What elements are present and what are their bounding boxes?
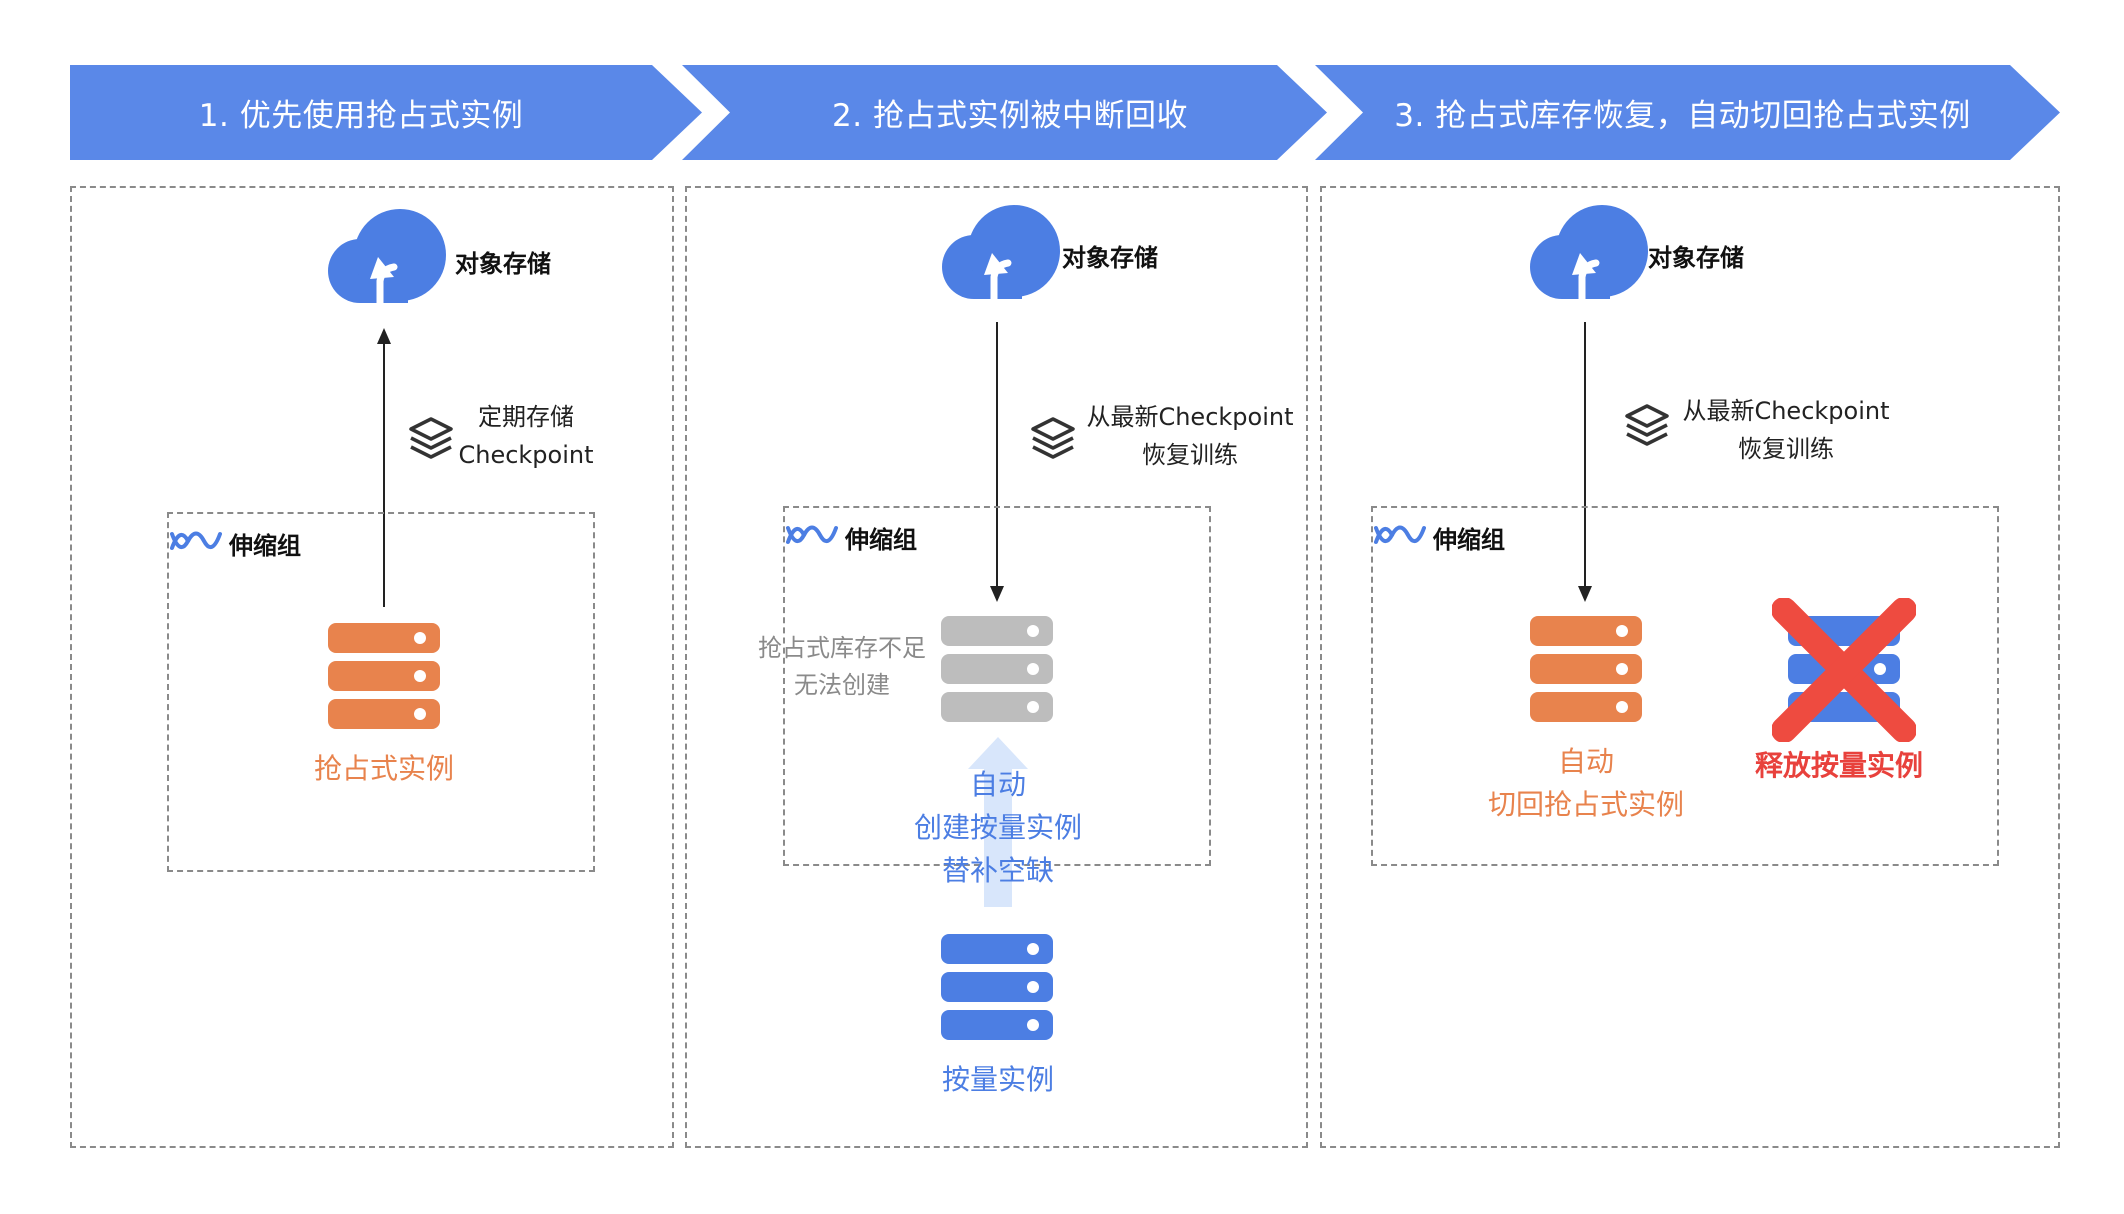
step-banner-3-label: 3. 抢占式库存恢复，自动切回抢占式实例	[1394, 98, 1971, 134]
layers-icon	[1031, 417, 1075, 459]
step-banner-1: 1. 优先使用抢占式实例	[70, 65, 702, 160]
step-banner-3: 3. 抢占式库存恢复，自动切回抢占式实例	[1315, 65, 2060, 160]
scaling-group-label: 伸缩组	[1433, 526, 1505, 554]
scaling-group-box	[1371, 506, 1999, 866]
scaling-group-box	[167, 512, 595, 872]
panel-step-1	[70, 186, 674, 1148]
switch-back-note: 自动 切回抢占式实例	[1466, 740, 1706, 826]
note-line: 创建按量实例	[913, 811, 1082, 844]
step-banner-2: 2. 抢占式实例被中断回收	[682, 65, 1327, 160]
note-line: Checkpoint	[458, 441, 594, 469]
scaling-group-icon	[786, 525, 838, 544]
note-line: 无法创建	[794, 671, 890, 699]
cloud-upload-icon	[942, 205, 1060, 303]
auto-create-note: 自动 创建按量实例 替补空缺	[880, 763, 1116, 892]
note-line: 从最新Checkpoint	[1086, 403, 1294, 431]
restore-note: 从最新Checkpoint 恢复训练	[1676, 392, 1896, 468]
spot-instance-label: 抢占式实例	[313, 752, 454, 785]
ondemand-instance-label: 按量实例	[941, 1063, 1054, 1096]
scaling-group-label: 伸缩组	[229, 532, 301, 560]
layers-icon	[409, 417, 453, 459]
banner-chevron-shape	[682, 65, 1327, 160]
checkpoint-note: 定期存储 Checkpoint	[456, 398, 596, 474]
object-storage-label: 对象存储	[455, 250, 551, 278]
server-stack-icon	[941, 934, 1053, 1040]
scaling-group-label: 伸缩组	[845, 526, 917, 554]
note-line: 自动	[1557, 745, 1614, 778]
object-storage-label: 对象存储	[1062, 244, 1158, 272]
panel-step-2	[685, 186, 1308, 1148]
note-line: 替补空缺	[941, 854, 1054, 887]
step-banner-1-label: 1. 优先使用抢占式实例	[198, 98, 524, 134]
note-line: 恢复训练	[1142, 441, 1238, 469]
cloud-upload-icon	[1530, 205, 1648, 303]
scaling-group-icon	[1374, 525, 1426, 544]
cross-icon	[1772, 598, 1916, 742]
restore-note: 从最新Checkpoint 恢复训练	[1080, 398, 1300, 474]
note-line: 从最新Checkpoint	[1682, 397, 1890, 425]
layers-icon	[1625, 404, 1669, 446]
note-line: 切回抢占式实例	[1487, 788, 1684, 821]
note-line: 定期存储	[478, 403, 574, 431]
banner-chevron-shape	[1315, 65, 2060, 160]
banner-chevron-shape	[70, 65, 702, 160]
object-storage-label: 对象存储	[1648, 244, 1744, 272]
release-ondemand-label: 释放按量实例	[1755, 749, 1924, 782]
server-stack-icon	[941, 616, 1053, 722]
server-stack-icon	[1530, 616, 1642, 722]
cloud-upload-icon	[328, 209, 446, 307]
note-line: 抢占式库存不足	[758, 634, 926, 662]
scaling-group-icon	[170, 531, 222, 550]
shortage-note: 抢占式库存不足 无法创建	[753, 630, 931, 704]
server-stack-icon	[328, 623, 440, 729]
step-banner-2-label: 2. 抢占式实例被中断回收	[832, 98, 1188, 134]
note-line: 自动	[969, 768, 1026, 801]
note-line: 恢复训练	[1738, 435, 1834, 463]
arrow-up-icon	[968, 737, 1028, 907]
panel-step-3	[1320, 186, 2060, 1148]
